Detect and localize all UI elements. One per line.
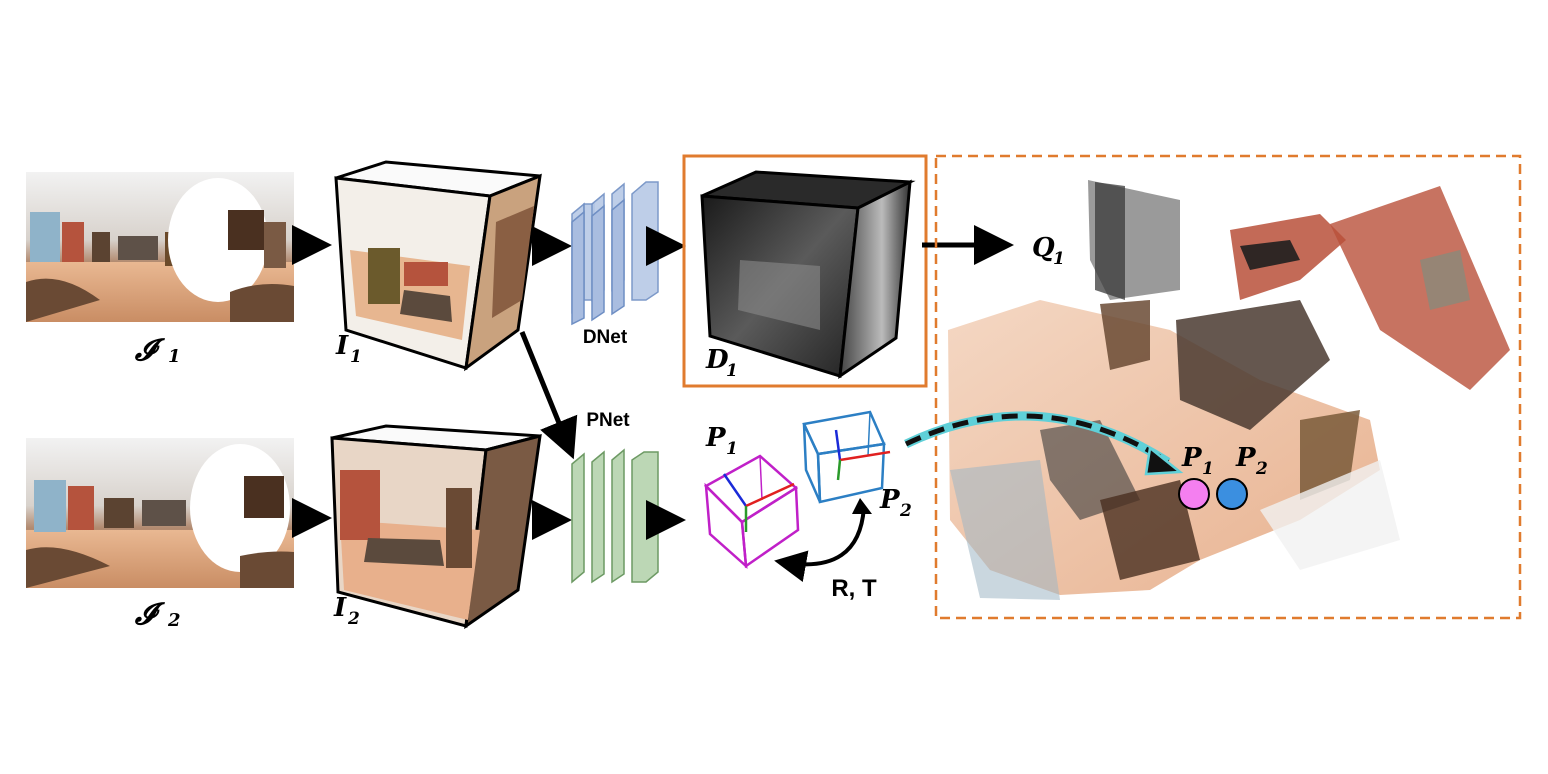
svg-text:P: P [879,485,901,515]
svg-text:P: P [1181,443,1203,473]
svg-text:2: 2 [347,609,360,629]
relative-pose-arrowhead-top [852,498,872,514]
dnet-block [571,181,659,326]
pose-1-label: P 1 [705,423,738,459]
svg-text:Q: Q [1032,233,1055,263]
dnet-label: DNet [583,327,628,348]
pnet-label: PNet [586,410,630,431]
cloud-pose-2-label: P 2 [1235,443,1268,479]
cubemap-label-1: I 1 [335,331,362,367]
cloud-pose-1-marker [1178,478,1210,510]
depth-cubemap [700,170,916,380]
svg-text:𝓘: 𝓘 [134,333,166,368]
svg-text:2: 2 [899,501,912,521]
pose-2-label: P 2 [879,485,912,521]
svg-text:2: 2 [167,610,181,631]
point-cloud-render [948,180,1510,600]
panorama-image-1 [26,172,294,322]
svg-text:I: I [335,331,349,361]
cubemap-image-1 [334,160,542,372]
panorama-image-2 [26,438,294,588]
svg-text:1: 1 [350,347,362,367]
point-cloud-frame [934,154,1522,620]
svg-text:I: I [333,593,347,623]
svg-text:𝓘: 𝓘 [134,597,166,632]
svg-text:2: 2 [1255,459,1268,479]
depth-label: D 1 [705,345,738,381]
svg-text:1: 1 [726,439,738,459]
relative-pose-label: R, T [831,575,877,602]
camera-trajectory-arrow [904,413,1170,465]
cubemap-label-2: I 2 [333,593,360,629]
cloud-pose-1-label: P 1 [1181,443,1214,479]
cubemap-image-2 [330,424,542,630]
svg-text:1: 1 [168,346,181,367]
svg-text:1: 1 [726,361,738,381]
camera-trajectory-arrowhead [1144,445,1184,476]
svg-text:1: 1 [1202,459,1214,479]
svg-text:P: P [705,423,727,453]
pose-1-cube [703,454,800,570]
pose-2-cube [802,410,891,504]
points-label: Q 1 [1032,233,1065,269]
svg-text:P: P [1235,443,1257,473]
arrow-cube1-to-pnet [519,331,578,460]
panorama-label-2: 𝓘 2 [134,597,181,632]
svg-text:1: 1 [1053,249,1065,269]
cloud-pose-2-marker [1216,478,1248,510]
relative-pose-arrow [774,505,866,582]
pnet-block [571,448,659,584]
svg-text:D: D [705,345,729,375]
depth-output-frame [682,154,928,388]
panorama-label-1: 𝓘 1 [134,333,181,368]
